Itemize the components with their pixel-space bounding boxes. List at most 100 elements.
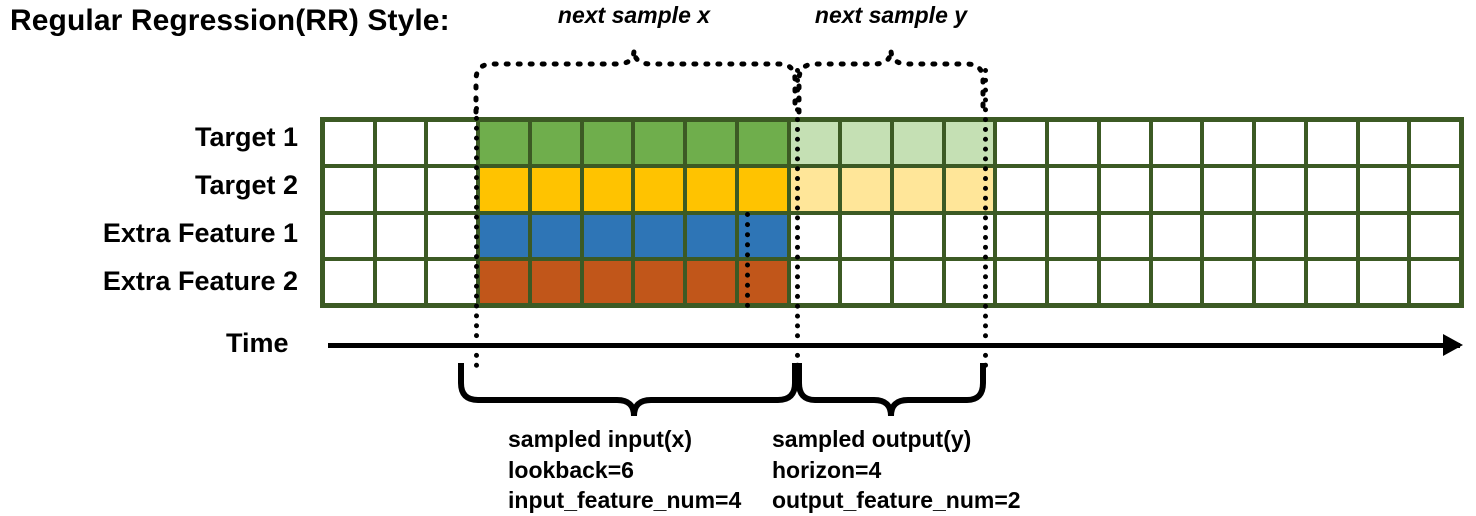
cell-empty-r4-c15 xyxy=(1049,260,1097,303)
cell-empty-r3-c16 xyxy=(1100,214,1149,257)
row-label-extra-feature-2: Extra Feature 2 xyxy=(102,266,298,296)
row-label-extra-feature-1: Extra Feature 1 xyxy=(102,218,298,248)
cell-empty-r1-c20 xyxy=(1307,122,1356,165)
cell-empty-r2-c15 xyxy=(1049,168,1097,211)
cell-empty-r3-c11 xyxy=(842,214,890,257)
cell-empty-r1-c15 xyxy=(1049,122,1097,165)
cell-input-r1-c6 xyxy=(583,122,632,165)
cell-input-r4-c7 xyxy=(635,260,684,303)
page-title: Regular Regression(RR) Style: xyxy=(10,4,450,37)
cell-empty-r3-c3 xyxy=(428,214,477,257)
cell-empty-r4-c20 xyxy=(1307,260,1356,303)
caption-line-2: lookback=6 xyxy=(508,456,634,483)
cell-empty-r2-c19 xyxy=(1256,168,1304,211)
cell-input-r2-c6 xyxy=(583,168,632,211)
cell-empty-r4-c16 xyxy=(1100,260,1149,303)
cell-input-r4-c8 xyxy=(687,260,735,303)
cell-empty-r3-c19 xyxy=(1256,214,1304,257)
cell-input-r3-c8 xyxy=(687,214,735,257)
time-axis-line xyxy=(328,343,1460,348)
top-brace-next-sample-x xyxy=(473,49,798,115)
bottom-caption-sampled-input: sampled input(x) lookback=6 input_featur… xyxy=(508,424,741,516)
cell-empty-r1-c1 xyxy=(325,122,373,165)
cell-input-r2-c8 xyxy=(687,168,735,211)
cell-input-r3-c7 xyxy=(635,214,684,257)
row-label-target-1: Target 1 xyxy=(194,122,298,152)
cell-input-r1-c9 xyxy=(738,122,787,165)
cell-empty-r4-c14 xyxy=(997,260,1046,303)
row-label-target-2: Target 2 xyxy=(194,170,298,200)
cell-empty-r2-c20 xyxy=(1307,168,1356,211)
time-axis-label: Time xyxy=(226,328,289,358)
top-brace-label-next-sample-x: next sample x xyxy=(557,2,711,28)
top-brace-label-next-sample-y: next sample y xyxy=(814,2,968,28)
cell-empty-r3-c15 xyxy=(1049,214,1097,257)
cell-empty-r4-c18 xyxy=(1204,260,1253,303)
cell-empty-r3-c12 xyxy=(893,214,942,257)
cell-input-r4-c6 xyxy=(583,260,632,303)
cell-input-r2-c9 xyxy=(738,168,787,211)
cell-empty-r2-c14 xyxy=(997,168,1046,211)
cell-empty-r3-c1 xyxy=(325,214,373,257)
cell-empty-r1-c2 xyxy=(376,122,425,165)
cell-empty-r1-c22 xyxy=(1411,122,1459,165)
guide-line-output-end xyxy=(983,68,988,368)
cell-empty-r2-c16 xyxy=(1100,168,1149,211)
cell-output-r1-c11 xyxy=(842,122,890,165)
cell-empty-r4-c22 xyxy=(1411,260,1459,303)
cell-input-r1-c4 xyxy=(480,122,528,165)
cell-empty-r2-c18 xyxy=(1204,168,1253,211)
cell-input-r4-c5 xyxy=(531,260,580,303)
caption-line-2: horizon=4 xyxy=(772,456,882,483)
cell-empty-r4-c1 xyxy=(325,260,373,303)
cell-empty-r1-c21 xyxy=(1359,122,1408,165)
cell-empty-r4-c21 xyxy=(1359,260,1408,303)
time-axis-arrowhead xyxy=(1443,334,1463,356)
cell-empty-r3-c22 xyxy=(1411,214,1459,257)
cell-empty-r3-c21 xyxy=(1359,214,1408,257)
cell-empty-r3-c2 xyxy=(376,214,425,257)
cell-empty-r1-c14 xyxy=(997,122,1046,165)
cell-empty-r4-c19 xyxy=(1256,260,1304,303)
cell-empty-r1-c17 xyxy=(1152,122,1201,165)
cell-empty-r2-c17 xyxy=(1152,168,1201,211)
cell-input-r3-c4 xyxy=(480,214,528,257)
cell-input-r2-c4 xyxy=(480,168,528,211)
cell-input-r1-c5 xyxy=(531,122,580,165)
timeseries-grid xyxy=(320,117,1464,308)
cell-empty-r1-c18 xyxy=(1204,122,1253,165)
cell-output-r1-c12 xyxy=(893,122,942,165)
cell-input-r1-c8 xyxy=(687,122,735,165)
cell-empty-r4-c3 xyxy=(428,260,477,303)
cell-empty-r1-c19 xyxy=(1256,122,1304,165)
guide-line-feature-sep-upper xyxy=(745,212,750,308)
cell-empty-r3-c14 xyxy=(997,214,1046,257)
guide-line-input-end xyxy=(795,68,800,368)
cell-output-r2-c12 xyxy=(893,168,942,211)
caption-line-3: input_feature_num=4 xyxy=(508,487,742,514)
caption-line-1: sampled output(y) xyxy=(772,426,972,452)
cell-empty-r4-c11 xyxy=(842,260,890,303)
cell-empty-r2-c3 xyxy=(428,168,477,211)
cell-input-r2-c5 xyxy=(531,168,580,211)
cell-input-r3-c5 xyxy=(531,214,580,257)
bottom-brace-sampled-output xyxy=(796,363,986,417)
cell-empty-r2-c22 xyxy=(1411,168,1459,211)
cell-empty-r3-c20 xyxy=(1307,214,1356,257)
cell-input-r2-c7 xyxy=(635,168,684,211)
bottom-caption-sampled-output: sampled output(y) horizon=4 output_featu… xyxy=(772,424,1021,516)
top-brace-next-sample-y xyxy=(796,49,986,115)
cell-output-r2-c11 xyxy=(842,168,890,211)
cell-input-r3-c6 xyxy=(583,214,632,257)
cell-input-r4-c4 xyxy=(480,260,528,303)
cell-empty-r2-c21 xyxy=(1359,168,1408,211)
cell-input-r1-c7 xyxy=(635,122,684,165)
cell-empty-r3-c17 xyxy=(1152,214,1201,257)
cell-empty-r2-c1 xyxy=(325,168,373,211)
cell-empty-r2-c2 xyxy=(376,168,425,211)
cell-empty-r4-c12 xyxy=(893,260,942,303)
bottom-brace-sampled-input xyxy=(458,363,798,417)
cell-empty-r1-c3 xyxy=(428,122,477,165)
cell-empty-r1-c16 xyxy=(1100,122,1149,165)
